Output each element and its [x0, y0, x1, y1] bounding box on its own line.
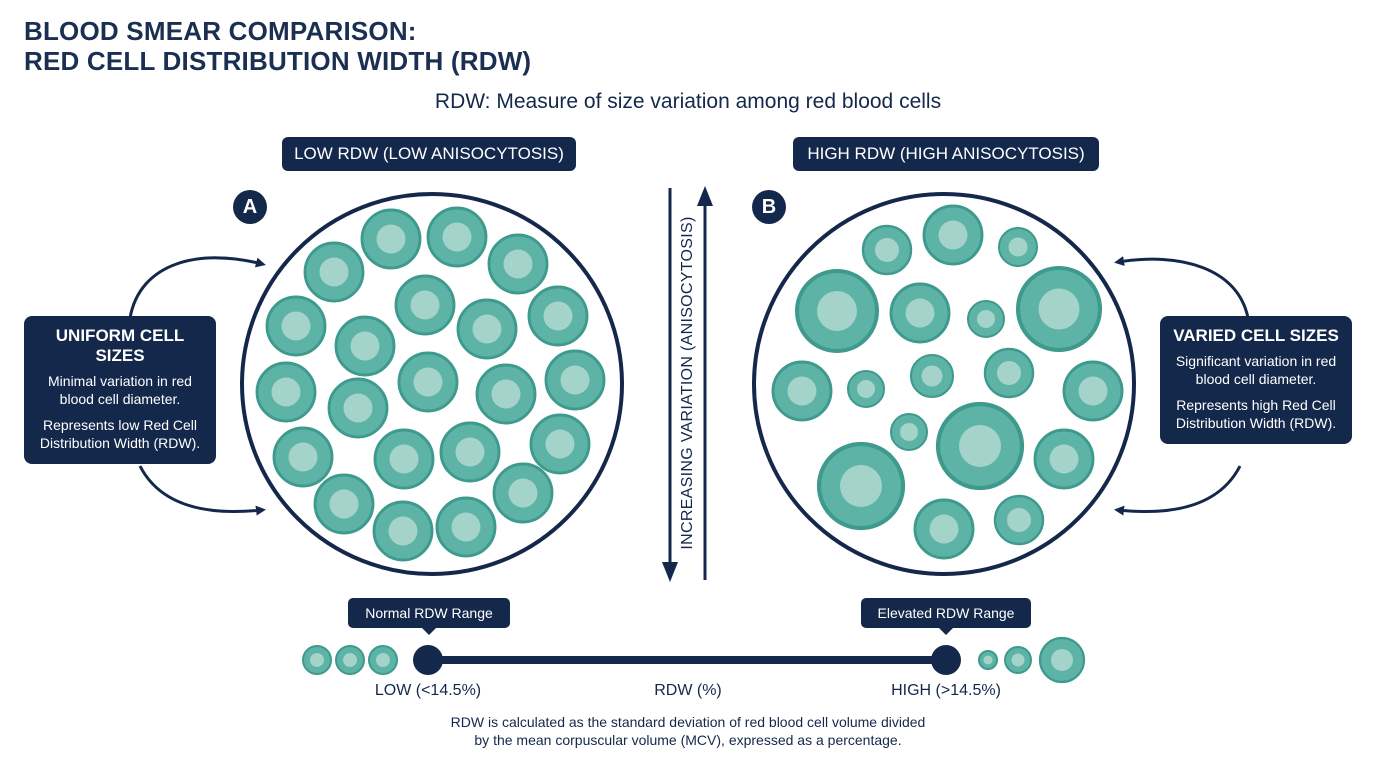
scale-cells	[302, 636, 1086, 684]
varied-cell	[967, 300, 1005, 338]
right-arrow-bottom	[1114, 465, 1242, 516]
uniform-cell	[372, 500, 434, 562]
smear-a-cells	[255, 206, 606, 562]
scale-cell-icon	[302, 645, 332, 675]
uniform-sizes-text-2: Represents low Red Cell Distribution Wid…	[39, 417, 201, 451]
footnote: RDW is calculated as the standard deviat…	[0, 713, 1376, 749]
footnote-line-2: by the mean corpuscular volume (MCV), ex…	[474, 732, 902, 748]
scale-mid-label: RDW (%)	[654, 682, 722, 699]
scale-cell-icon	[978, 650, 998, 670]
uniform-cell	[303, 241, 365, 303]
uniform-sizes-heading: UNIFORM CELL SIZES	[55, 326, 185, 365]
left-arrow-top	[128, 256, 266, 319]
varied-cell	[983, 347, 1035, 399]
uniform-cell	[397, 351, 459, 413]
uniform-cell	[544, 349, 606, 411]
uniform-cell	[475, 363, 537, 425]
uniform-cell	[265, 295, 327, 357]
panel-b-label: HIGH RDW (HIGH ANISOCYTOSIS)	[793, 137, 1099, 171]
anisocytosis-axis-label: INCREASING VARIATION (ANISOCYTOSIS)	[679, 216, 696, 550]
scale-low-label: LOW (<14.5%)	[374, 682, 482, 699]
varied-cell	[890, 413, 928, 451]
uniform-sizes-info-box: UNIFORM CELL SIZES Minimal variation in …	[24, 316, 216, 464]
subtitle: RDW: Measure of size variation among red…	[434, 90, 942, 113]
scale-high-label: HIGH (>14.5%)	[891, 682, 1001, 699]
scale-cell-icon	[1038, 636, 1086, 684]
panel-a-letter-badge: A	[233, 190, 267, 224]
varied-cell	[771, 360, 833, 422]
vertical-arrow-up-head	[697, 186, 713, 206]
varied-cell	[861, 224, 913, 276]
varied-cell	[1033, 428, 1095, 490]
page-title: BLOOD SMEAR COMPARISON: RED CELL DISTRIB…	[24, 16, 531, 76]
varied-sizes-info-box: VARIED CELL SIZES Significant variation …	[1160, 316, 1352, 444]
title-line-1: BLOOD SMEAR COMPARISON:	[24, 16, 417, 46]
uniform-cell	[487, 233, 549, 295]
elevated-range-tag: Elevated RDW Range	[861, 598, 1031, 635]
scale-cell-icon	[335, 645, 365, 675]
uniform-cell	[360, 208, 422, 270]
scale-endpoint-low	[413, 645, 443, 675]
varied-cell	[998, 227, 1038, 267]
uniform-cell	[426, 206, 488, 268]
uniform-cell	[373, 428, 435, 490]
right-arrow-top	[1114, 256, 1250, 319]
vertical-arrow-down-head	[662, 562, 678, 582]
scale-cell-icon	[1004, 646, 1032, 674]
uniform-cell	[394, 274, 456, 336]
varied-sizes-text-2: Represents high Red Cell Distribution Wi…	[1175, 397, 1337, 431]
panel-a-label: LOW RDW (LOW ANISOCYTOSIS)	[282, 137, 576, 171]
varied-cell	[847, 370, 885, 408]
uniform-cell	[456, 298, 518, 360]
uniform-cell	[334, 315, 396, 377]
left-arrow-bottom	[138, 465, 266, 516]
varied-cell	[909, 353, 955, 399]
varied-cell	[913, 498, 975, 560]
varied-cell	[889, 282, 951, 344]
panel-b-letter-badge: B	[752, 190, 786, 224]
uniform-cell	[255, 361, 317, 423]
varied-sizes-text-1: Significant variation in red blood cell …	[1175, 353, 1337, 387]
varied-cell	[922, 204, 984, 266]
scale-endpoint-high	[931, 645, 961, 675]
varied-sizes-heading: VARIED CELL SIZES	[1173, 326, 1339, 345]
varied-cell	[1062, 360, 1124, 422]
uniform-cell	[439, 421, 501, 483]
varied-cell	[795, 269, 879, 353]
varied-cell	[993, 494, 1045, 546]
uniform-cell	[492, 462, 554, 524]
uniform-cell	[313, 473, 375, 535]
smear-b-cells	[771, 204, 1124, 560]
uniform-cell	[435, 496, 497, 558]
varied-cell	[935, 401, 1025, 491]
uniform-cell	[529, 413, 591, 475]
footnote-line-1: RDW is calculated as the standard deviat…	[450, 714, 926, 730]
title-line-2: RED CELL DISTRIBUTION WIDTH (RDW)	[24, 46, 532, 76]
normal-range-tag: Normal RDW Range	[348, 598, 510, 635]
varied-cell	[816, 441, 906, 531]
uniform-cell	[327, 377, 389, 439]
uniform-cell	[527, 285, 589, 347]
uniform-sizes-text-1: Minimal variation in red blood cell diam…	[48, 373, 192, 407]
uniform-cell	[272, 426, 334, 488]
varied-cell	[1015, 265, 1103, 353]
scale-cell-icon	[368, 645, 398, 675]
